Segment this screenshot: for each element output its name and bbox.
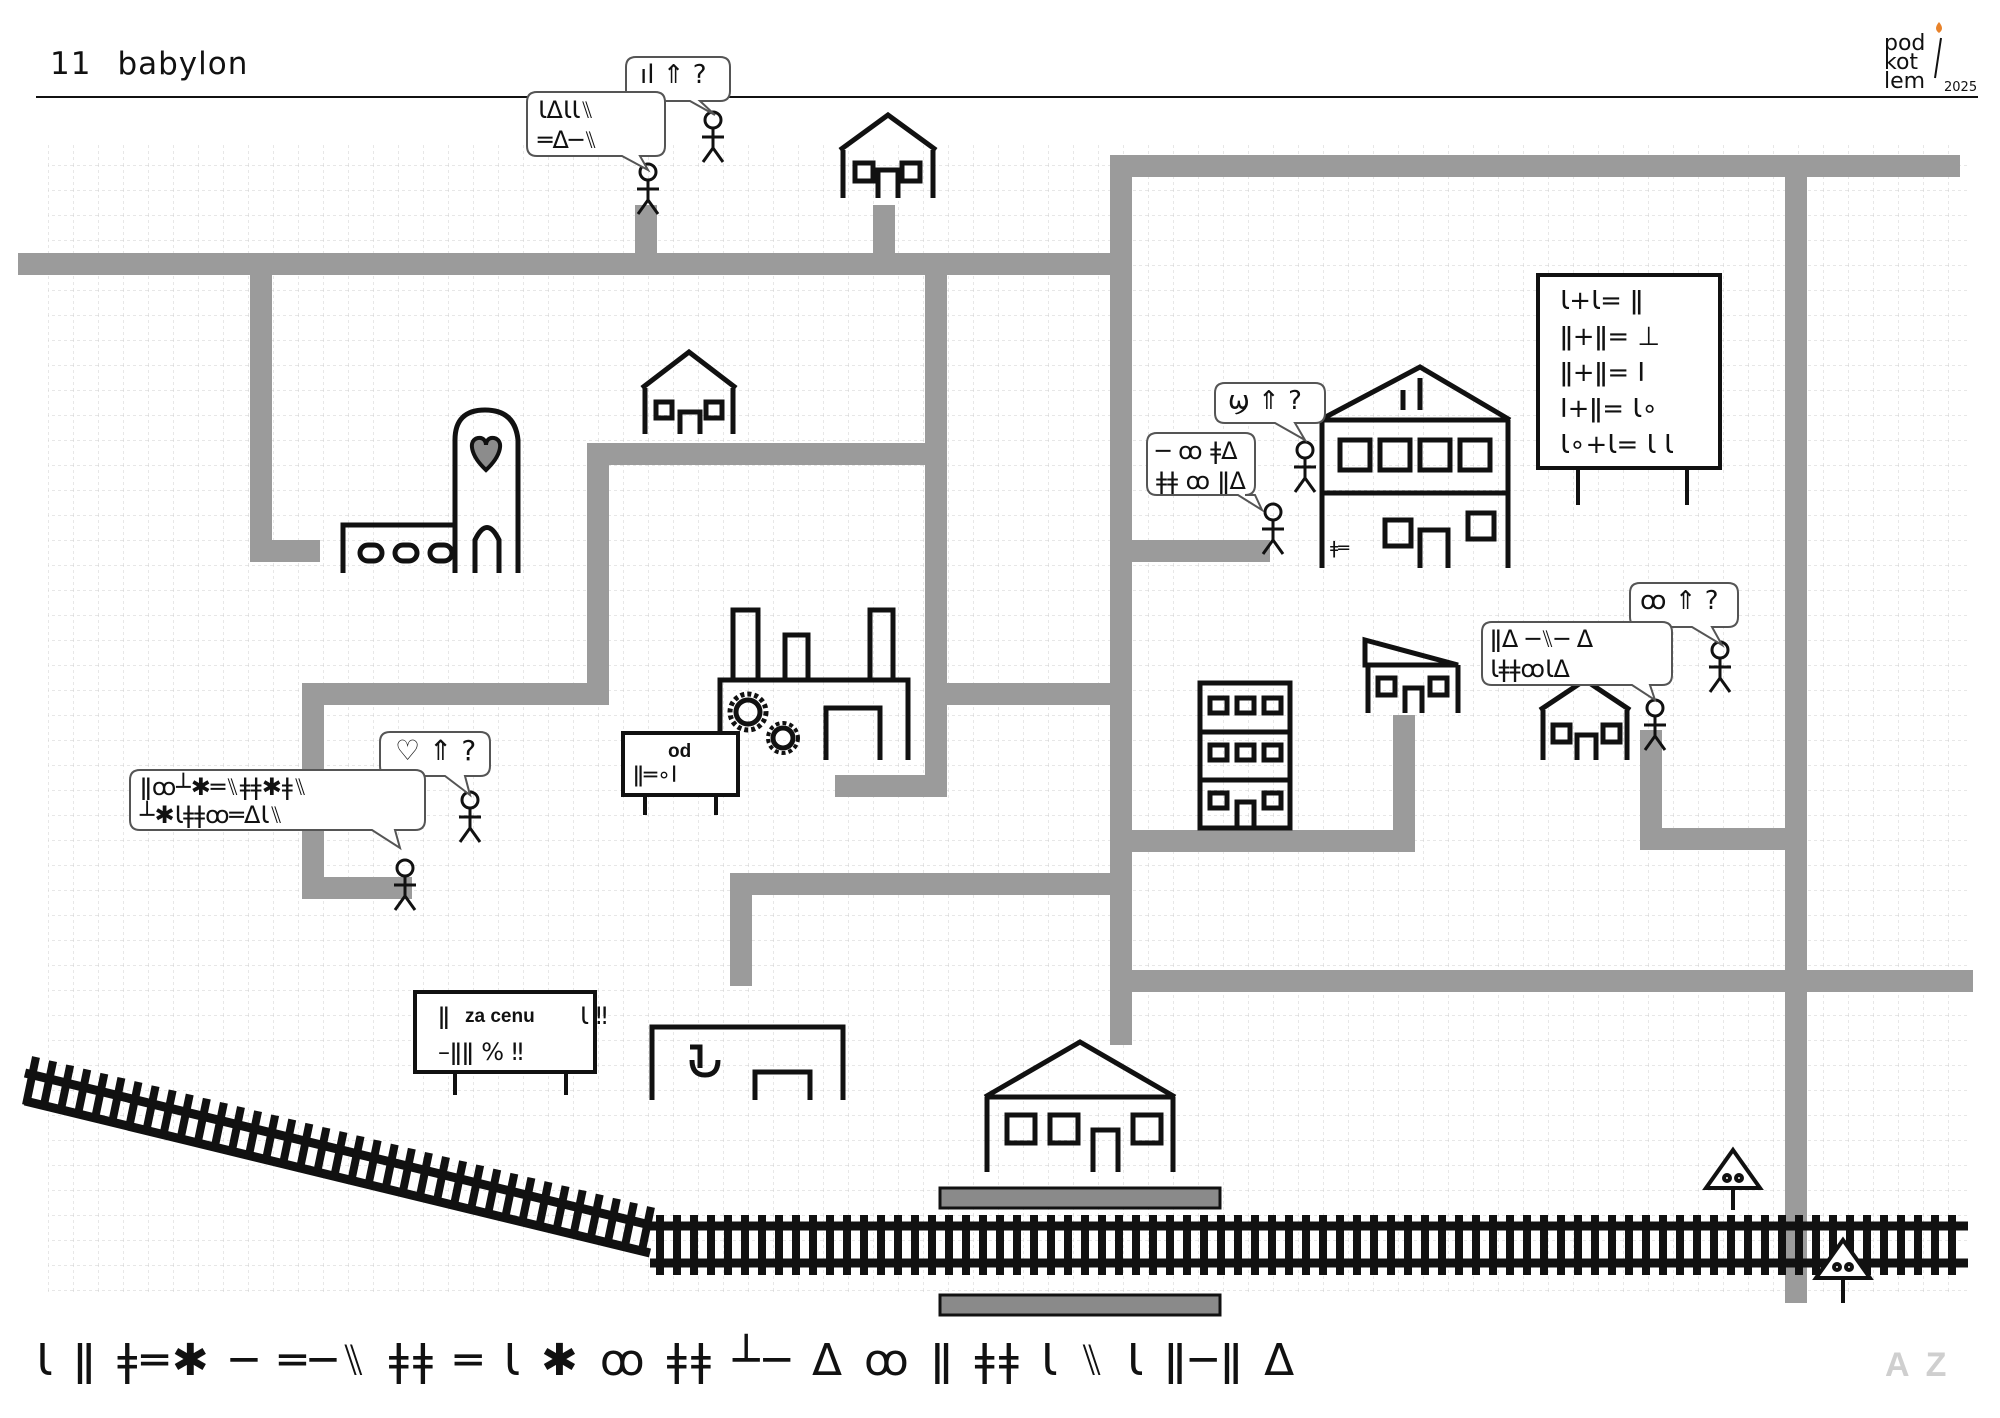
bubble-left-large-glyphs: ǁꝏ┴✱═⑊ǂǂ✱ǂ⑊┴✱Ɩǂǂꝏ═ΔƖ⑊ [140,773,308,829]
bubble-left-small-glyphs: ♡ ⇑ ? [395,734,477,767]
rail-tie [363,1139,382,1190]
house-top [838,111,938,198]
price-sign [413,990,597,1095]
factory-sign [621,731,740,815]
warning-sign-upper [1702,1146,1764,1210]
rail-tie [397,1147,416,1198]
rail-tie [415,1152,433,1202]
railway-straight [650,1215,1968,1275]
rail-tie [602,1197,621,1248]
rail-tie [346,1135,365,1185]
bubble-hall-small-glyphs: ϣ ⇑ ? [1228,386,1302,416]
house-slanted [1362,636,1461,713]
factory-sign-glyphs: ǁ═∘Ι [633,763,678,788]
rail-tie [73,1068,92,1119]
rail-tie [568,1189,587,1240]
logo-line-1: pod [1884,31,1926,56]
speech-bubbles [129,56,1739,851]
stick-figure [393,858,417,911]
rail-tie [227,1106,245,1156]
rail-tie [329,1131,348,1181]
bubble-right-small-glyphs: ꝏ ⇑ ? [1640,586,1719,616]
town-hall [1318,364,1512,568]
rail-tie [551,1185,570,1235]
logo-year: 2025 [1944,80,1978,95]
station-building [983,1039,1177,1172]
apartment-block [1197,680,1293,831]
rail-tie [466,1164,485,1215]
town-hall-door-glyphs: ǂ═ [1330,538,1350,559]
rail-tie [22,1056,40,1106]
rail-tie [380,1143,399,1194]
rail-tie [312,1127,331,1177]
stick-figure [1293,440,1317,493]
platform-top [938,1186,1222,1210]
cipher-line: Ɩ ǁ ǂ═✱ ─ ═─⑊ ǂǂ ═ Ɩ ✱ ꝏ ǂǂ ┴─ Δ ꝏ ǁ ǂǂ … [36,1335,1299,1386]
stick-figure [1261,502,1285,555]
publisher-logo: pod kot lem 2025 [1884,22,1977,95]
warning-sign-lower [1812,1236,1874,1303]
stick-figure [1643,698,1667,751]
page-number: 11 [50,46,92,82]
logo-line-2: kot [1884,50,1919,75]
rail-tie [141,1085,160,1135]
rail-tie [432,1156,450,1206]
corner-letter-a: A [1885,1346,1926,1384]
bubble-left-small [379,731,491,798]
rail-tie [175,1093,194,1144]
rail-tie [56,1064,75,1115]
rail-tie [637,1206,655,1256]
rail-tie [295,1122,314,1173]
bubble-top-large-glyphs: ƖΔƖƖ⑊═Δ─⑊ [538,96,598,154]
rail-tie [261,1114,280,1165]
factory-sign-label: od [668,741,692,762]
rail-tie [192,1097,211,1148]
rail-tie [244,1110,262,1160]
flame-icon [1934,22,1942,79]
rail-tie [585,1193,604,1244]
rail-tie [158,1089,177,1140]
bubble-top-small-glyphs: ıl ⇑ ? [640,60,707,90]
bubble-hall-small [1214,382,1326,443]
rail-tie [449,1160,467,1210]
stick-figure [636,162,660,215]
factory [717,607,911,760]
rail-tie [500,1172,519,1223]
rail-tie [534,1181,553,1231]
house-middle [640,348,738,434]
corner-letter-z: Z [1925,1346,1963,1384]
bubble-left-large [129,769,426,851]
rail-tie [620,1202,638,1252]
rail-tie [278,1118,297,1169]
rail-tie [483,1168,502,1219]
bubble-right-small [1629,582,1739,648]
bubble-hall-large [1146,432,1265,513]
rail-tie [39,1060,57,1110]
rail-tie [210,1102,228,1152]
rail-tie [107,1077,126,1127]
page-title-text: babylon [117,46,249,82]
power-station [649,1024,846,1100]
alphabet-corner-mark: AZ [1885,1346,1962,1385]
rail-tie [517,1177,536,1227]
math-board [1536,273,1722,505]
rail-tie [90,1072,109,1123]
railway-diagonal [22,1056,655,1258]
page-title: 11 babylon [50,46,248,82]
rail-tie [124,1081,143,1131]
church [340,407,521,573]
logo-line-3: lem [1884,69,1926,94]
bubble-right-large [1481,621,1673,703]
bubble-top-large [526,91,666,173]
price-sign-label: za cenu [465,1006,535,1027]
road-network [18,155,1973,1303]
platform-bottom [938,1293,1222,1317]
